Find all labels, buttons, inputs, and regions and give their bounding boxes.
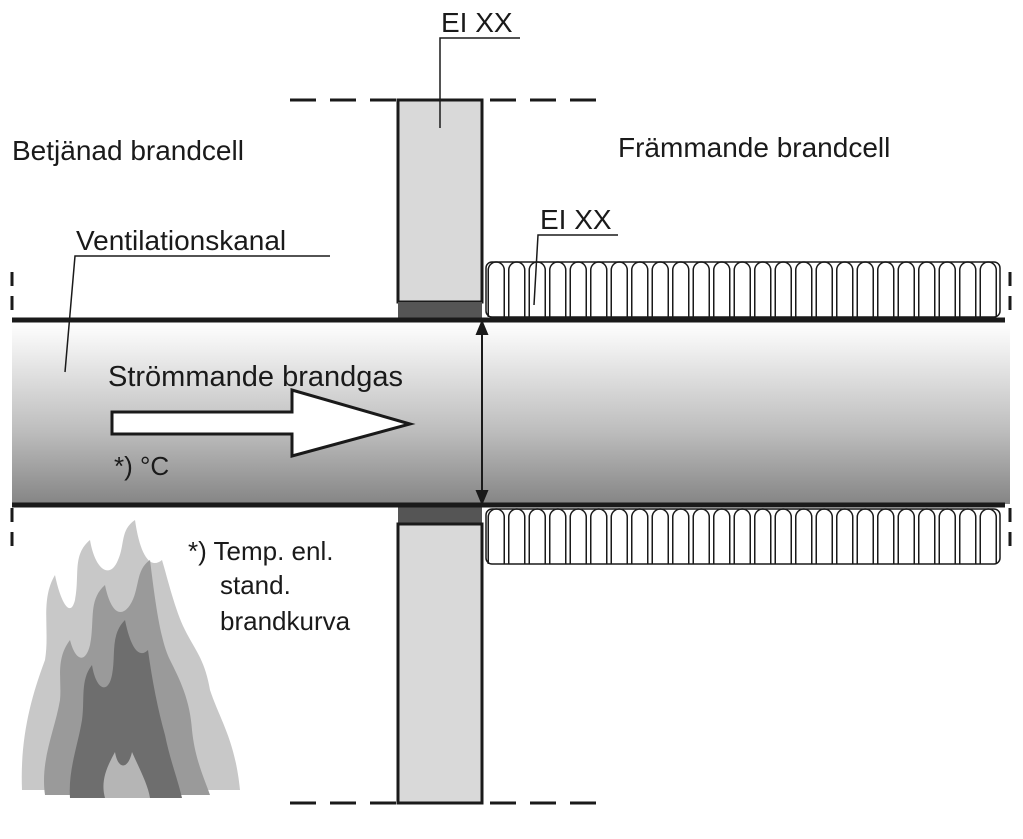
leader-wall (439, 37, 520, 128)
insulation-coil (610, 261, 628, 317)
insulation-coil (528, 261, 546, 317)
insulation-coil (508, 261, 526, 317)
insulation-outline (485, 508, 1001, 565)
duct-dimension-arrow (475, 319, 489, 506)
insulation-coil (692, 508, 710, 564)
insulation-coil (692, 261, 710, 317)
insulation-coil (733, 261, 751, 317)
insulation-coil (651, 261, 669, 317)
insulation-coil (959, 261, 977, 317)
insulation-coil (815, 261, 833, 317)
insulation-coil (836, 508, 854, 564)
insulation-coil (713, 508, 731, 564)
insulation-top (485, 261, 1001, 318)
fire-wall (396, 98, 484, 805)
insulation-coil (795, 261, 813, 317)
insulation-coil (569, 261, 587, 317)
insulation-coil (569, 508, 587, 564)
insulation-coil (918, 261, 936, 317)
insulation-coil (877, 261, 895, 317)
insulation-coil (795, 508, 813, 564)
note-line-1: *) Temp. enl. (188, 536, 333, 566)
wall-seal-lower (398, 506, 482, 524)
insulation-coil (918, 508, 936, 564)
note-line-3: brandkurva (220, 606, 351, 636)
insulation-coil (897, 261, 915, 317)
insulation-coil (754, 261, 772, 317)
insulation-coil (733, 508, 751, 564)
leader-duct (64, 255, 330, 373)
wall-seal-upper (398, 302, 482, 320)
insulation-coil (938, 508, 956, 564)
insulation-coil (815, 508, 833, 564)
insulation-coil (959, 508, 977, 564)
insulation-coil (979, 508, 997, 564)
fire-icon (21, 520, 241, 798)
wall-rating-label: EI XX (441, 7, 513, 38)
insulation-coil (610, 508, 628, 564)
wall-upper (396, 98, 484, 304)
insulation-coil (754, 508, 772, 564)
insulation-coil (590, 508, 608, 564)
insulation-coil (528, 508, 546, 564)
wall-lower (396, 522, 484, 805)
flow-label: Strömmande brandgas (108, 361, 403, 393)
served-cell-label: Betjänad brandcell (12, 135, 244, 166)
duct-label: Ventilationskanal (76, 225, 286, 256)
insulation-bottom (485, 508, 1001, 565)
insulation-coil (508, 508, 526, 564)
insulation-coil (631, 508, 649, 564)
leader-lines (64, 37, 618, 373)
note-line-2: stand. (220, 570, 291, 600)
insulation-coil (487, 261, 505, 317)
arrow-right-icon (110, 388, 416, 458)
insulation-coil (549, 508, 567, 564)
insulation-coil (774, 261, 792, 317)
insulation-coil (856, 261, 874, 317)
insulation-coil (836, 261, 854, 317)
insulation-coil (877, 508, 895, 564)
insulation-coil (549, 261, 567, 317)
insulation-coil (672, 261, 690, 317)
foreign-cell-label: Främmande brandcell (618, 132, 890, 163)
insulation-coil (631, 261, 649, 317)
insulation-coil (651, 508, 669, 564)
insulation-coil (979, 261, 997, 317)
insulation-coil (856, 508, 874, 564)
insulation-coil (672, 508, 690, 564)
temp-marker-label: *) °C (114, 451, 169, 481)
insulation-coil (590, 261, 608, 317)
insulation-outline (485, 261, 1001, 318)
insulation-coil (938, 261, 956, 317)
insulation-coil (774, 508, 792, 564)
insulation-coil (897, 508, 915, 564)
insulation-coil (487, 508, 505, 564)
insulation-rating-label: EI XX (540, 204, 612, 235)
leader-insulation (533, 234, 618, 306)
insulation-coil (713, 261, 731, 317)
